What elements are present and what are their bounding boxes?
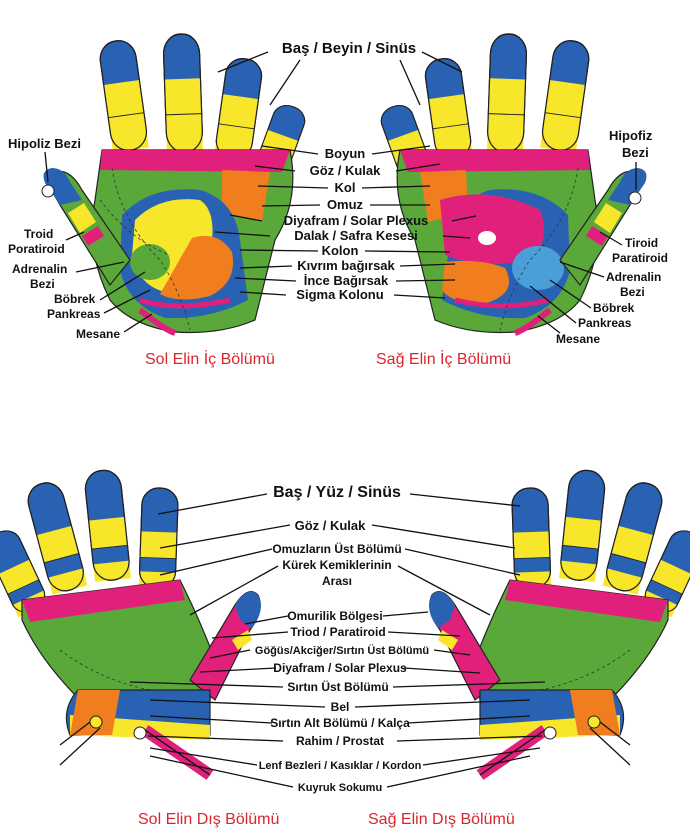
- palm-left-hipoliz: Hipoliz Bezi: [8, 136, 81, 151]
- palm-left-poratiroid: Poratiroid: [8, 242, 65, 256]
- back-label-kuyruk: Kuyruk Sokumu: [298, 782, 382, 794]
- palm-left-mesane: Mesane: [76, 327, 120, 341]
- palm-left-bobrek: Böbrek: [54, 292, 96, 306]
- palm-left-adrenalin: Adrenalin: [12, 262, 67, 276]
- back-label-goz-kulak: Göz / Kulak: [295, 518, 367, 533]
- palm-left-pankreas: Pankreas: [47, 307, 101, 321]
- back-caption-left: Sol Elin Dış Bölümü: [138, 811, 279, 828]
- palm-right-pankreas: Pankreas: [578, 316, 632, 330]
- palm-label-dalak: Dalak / Safra Kesesi: [294, 228, 418, 243]
- palm-caption-left: Sol Elin İç Bölümü: [145, 349, 275, 368]
- palm-label-kolon: Kolon: [322, 243, 359, 258]
- back-caption-right: Sağ Elin Dış Bölümü: [368, 811, 515, 828]
- back-label-omurilik: Omurilik Bölgesi: [287, 609, 382, 623]
- back-label-gogus: Göğüs/Akciğer/Sırtın Üst Bölümü: [255, 644, 429, 657]
- right-palm-hand: [376, 32, 647, 336]
- palm-label-boyun: Boyun: [325, 146, 366, 161]
- back-labels: Baş / Yüz / Sinüs Göz / Kulak Omuzların …: [59, 484, 631, 828]
- palm-right-bobrek: Böbrek: [593, 301, 635, 315]
- palm-labels: Baş / Beyin / Sinüs Boyun Göz / Kulak Ko…: [8, 40, 668, 368]
- palm-right-tiroid: Tiroid: [625, 236, 658, 250]
- back-label-triod: Triod / Paratiroid: [290, 625, 385, 639]
- palm-left-troid: Troid: [24, 227, 53, 241]
- left-palm-hand: [41, 32, 310, 336]
- left-back-hand: [0, 468, 261, 780]
- palm-label-kivrim: Kıvrım bağırsak: [297, 258, 395, 273]
- palm-right-hipofiz: Hipofiz: [609, 128, 653, 143]
- back-head-label: Baş / Yüz / Sinüs: [273, 484, 401, 501]
- back-label-diyafram: Diyafram / Solar Plexus: [273, 661, 407, 675]
- palm-label-omuz: Omuz: [327, 197, 364, 212]
- palm-right-adrenalin: Adrenalin: [606, 270, 661, 284]
- palm-caption-right: Sağ Elin İç Bölümü: [376, 349, 511, 368]
- palm-label-ince: İnce Bağırsak: [304, 273, 389, 288]
- back-label-arasi: Arası: [322, 574, 352, 588]
- back-label-kurek: Kürek Kemiklerinin: [282, 558, 391, 572]
- back-label-lenf: Lenf Bezleri / Kasıklar / Kordon: [259, 760, 422, 772]
- palm-right-bezi-top: Bezi: [622, 145, 649, 160]
- palm-label-kol: Kol: [335, 180, 356, 195]
- back-label-sirtin-ust: Sırtın Üst Bölümü: [287, 679, 388, 694]
- palm-left-bezi: Bezi: [30, 277, 55, 291]
- back-label-rahim: Rahim / Prostat: [296, 734, 384, 748]
- palm-head-label: Baş / Beyin / Sinüs: [282, 40, 416, 57]
- palm-right-bezi: Bezi: [620, 285, 645, 299]
- palm-label-sigma: Sigma Kolonu: [296, 287, 383, 302]
- palm-right-mesane: Mesane: [556, 332, 600, 346]
- palm-label-goz-kulak: Göz / Kulak: [310, 163, 382, 178]
- back-label-bel: Bel: [331, 700, 350, 714]
- right-back-hand: [429, 468, 690, 780]
- back-label-sirtin-alt: Sırtın Alt Bölümü / Kalça: [270, 716, 410, 730]
- back-label-omuz-ust: Omuzların Üst Bölümü: [272, 541, 401, 556]
- palm-label-diyafram: Diyafram / Solar Plexus: [284, 213, 429, 228]
- palm-right-paratiroid: Paratiroid: [612, 251, 668, 265]
